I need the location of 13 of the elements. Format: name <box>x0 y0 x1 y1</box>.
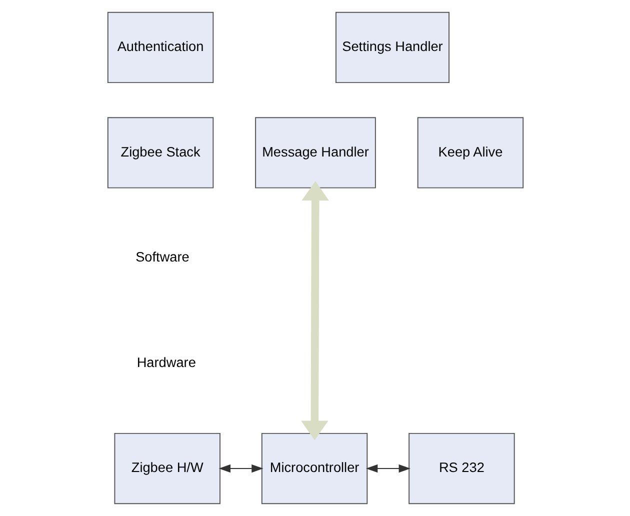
node-box: Settings Handler <box>334 12 450 84</box>
node-box: Authentication <box>106 12 214 84</box>
node-box: Zigbee H/W <box>114 432 220 504</box>
label: Hardware <box>136 354 196 370</box>
label: Software <box>135 250 189 265</box>
node-box: Keep Alive <box>416 117 524 188</box>
arrow <box>300 181 328 440</box>
node-box: Zigbee Stack <box>106 117 214 188</box>
arrow <box>218 464 263 473</box>
node-box: Microcontroller <box>260 432 368 504</box>
arrow <box>365 464 410 473</box>
node-box: Message Handler <box>254 117 376 188</box>
node-box: RS 232 <box>408 432 514 504</box>
